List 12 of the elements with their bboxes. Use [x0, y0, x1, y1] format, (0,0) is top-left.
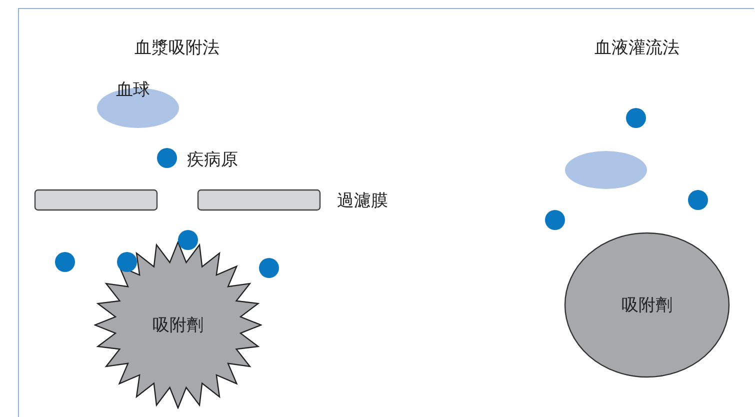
node-label: 血球 [116, 79, 150, 101]
method-title: 血液灌流法 [594, 37, 680, 59]
method-title: 血漿吸附法 [134, 37, 220, 59]
blood-cell-shape [564, 150, 648, 190]
adsorbent-star [94, 241, 262, 409]
node-label: 吸附劑 [152, 314, 204, 336]
membrane-label: 過濾膜 [337, 190, 388, 212]
adsorbent-circle [564, 232, 730, 378]
filter-membrane [34, 189, 158, 211]
node-label: 吸附劑 [622, 294, 672, 316]
filter-membrane [197, 189, 321, 211]
pathogen-label: 疾病原 [187, 149, 238, 171]
